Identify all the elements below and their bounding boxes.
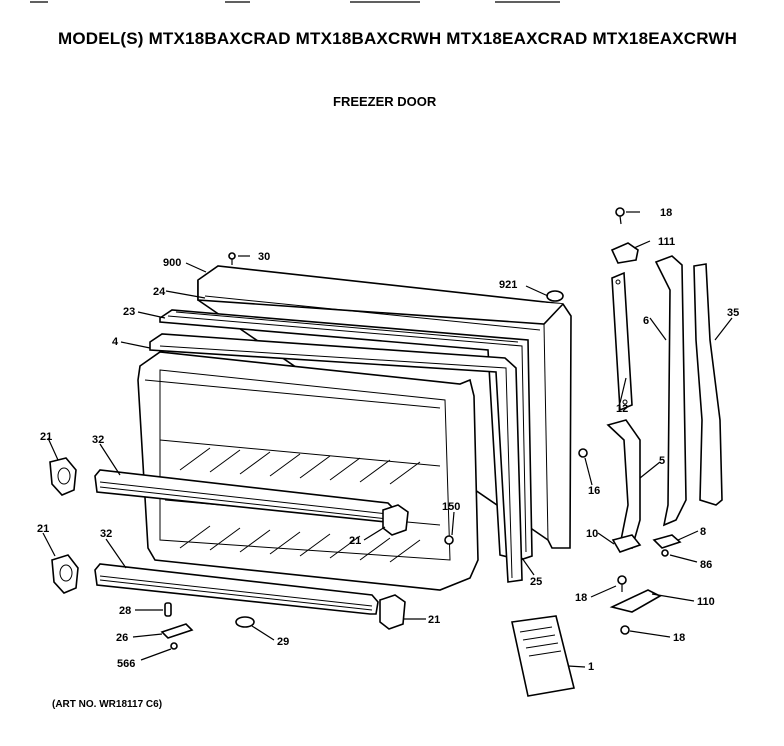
door-liner-gasket [149, 309, 533, 583]
hinge-block-10 [611, 534, 642, 553]
literature-1 [511, 615, 575, 697]
callout-4: 4 [112, 336, 119, 348]
stop-28 [164, 602, 172, 617]
screw-566 [170, 642, 178, 650]
callout-566: 566 [117, 658, 135, 670]
door-shelf-ribs [179, 447, 421, 563]
callout-921: 921 [499, 279, 517, 291]
plug-150 [444, 535, 454, 545]
door-rack-lower [94, 563, 379, 615]
plate-26 [160, 623, 194, 639]
callout-900: 900 [163, 257, 181, 269]
door-inner-liner [137, 351, 479, 591]
callout-21-upper-right: 21 [349, 535, 361, 547]
hinge-bottom-110 [609, 589, 662, 613]
callout-12: 12 [616, 403, 628, 415]
diagram-subtitle: FREEZER DOOR [333, 94, 437, 109]
leader-lines [42, 211, 733, 668]
cap-921 [546, 290, 564, 302]
callout-26: 26 [116, 632, 128, 644]
callout-32-upper: 32 [92, 434, 104, 446]
callout-8: 8 [700, 526, 706, 538]
callout-18-bottom: 18 [673, 632, 685, 644]
cap-29 [235, 616, 255, 628]
cover-6 [654, 255, 687, 527]
hinge-pin-8 [652, 534, 682, 549]
rack-end-cap-right-upper [382, 504, 409, 536]
trim-35 [693, 263, 723, 506]
art-number: (ART NO. WR18117 C6) [52, 699, 163, 710]
hinge-screw-mid [617, 575, 627, 592]
hinge-cap-111 [610, 242, 639, 264]
bracket-12 [611, 271, 633, 412]
rack-end-cap-right-lower [379, 594, 406, 630]
callout-10: 10 [586, 528, 598, 540]
screw-16 [578, 448, 588, 458]
callout-29: 29 [277, 636, 289, 648]
hinge-screw-top [615, 207, 625, 225]
screw-30 [228, 252, 236, 265]
callout-18: 18 [660, 207, 672, 219]
callout-35: 35 [727, 307, 739, 319]
model-title: MODEL(S) MTX18BAXCRAD MTX18BAXCRWH MTX18… [58, 29, 738, 48]
hinge-bracket-5 [606, 419, 641, 549]
callout-25: 25 [530, 576, 542, 588]
callout-21-upper-left: 21 [40, 431, 52, 443]
callout-24: 24 [153, 286, 166, 298]
callout-86: 86 [700, 559, 712, 571]
hinge-screw-bottom [620, 625, 630, 635]
rack-end-cap-left-upper [49, 457, 77, 496]
callout-23: 23 [123, 306, 135, 318]
callout-1: 1 [588, 661, 594, 673]
screw-86 [661, 549, 669, 557]
callout-30: 30 [258, 251, 270, 263]
callout-110: 110 [697, 596, 715, 608]
rack-end-cap-left-lower [51, 554, 79, 594]
callout-21-lower-left: 21 [37, 523, 49, 535]
callout-5: 5 [659, 455, 665, 467]
callout-111: 111 [658, 236, 675, 248]
callout-32-lower: 32 [100, 528, 112, 540]
callout-150: 150 [442, 501, 460, 513]
callout-6: 6 [643, 315, 649, 327]
callout-18-mid: 18 [575, 592, 587, 604]
callout-28: 28 [119, 605, 131, 617]
callout-16: 16 [588, 485, 600, 497]
callout-21-lower-right: 21 [428, 614, 440, 626]
